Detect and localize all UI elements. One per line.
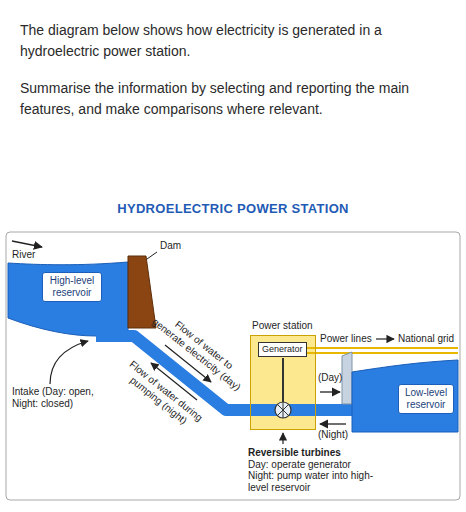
node-text: Generator [262,344,303,355]
turbine-pointer [282,433,283,444]
turbine-shaft [282,358,284,402]
grid-label: National grid [398,333,454,345]
turbine-note: Reversible turbines [248,447,398,459]
prompt-text: The diagram below shows how electricity … [20,20,450,62]
power-station-box: Power stationGenerator [250,335,316,430]
dam [128,256,156,328]
intake-label: Intake (Day: open, Night: closed) [12,386,104,410]
diagram-title: HYDROELECTRIC POWER STATION [0,201,466,216]
node-text: High-level reservoir [47,275,97,299]
reservoir-label-box: High-level reservoir [42,272,102,302]
turbine-blades [277,402,289,418]
dam-leader [147,252,157,259]
turbine-note: Day: operate generator [248,459,398,471]
turbine-note: Night: pump water into high-level reserv… [248,470,378,493]
dam-label: Dam [160,240,181,252]
flow-label: Flow of water to generate electricity (d… [149,306,250,393]
low-reservoir-water [352,360,458,432]
day-label: (Day) [318,372,342,384]
turbine [275,402,291,418]
reservoir-label-box: Low-level reservoir [398,384,454,414]
grid-arrow [376,338,394,339]
low-reservoir-wall [342,352,352,404]
power-line [306,352,458,354]
prompt-text: Summarise the information by selecting a… [20,78,450,120]
frame [6,232,460,500]
power-lines-label: Power lines [320,333,372,345]
night-arrow [320,423,346,424]
high-reservoir-water [8,262,128,336]
intake-arrow [50,341,88,384]
generator-box: Generator [258,342,307,357]
station-heading: Power station [252,320,313,332]
day-arrow [320,391,340,392]
station-pipe [250,404,356,416]
node-text: Low-level reservoir [403,387,449,411]
night-label: (Night) [318,429,348,441]
power-line [306,347,458,349]
river-label: River [12,249,35,261]
river-arrow [12,241,42,247]
